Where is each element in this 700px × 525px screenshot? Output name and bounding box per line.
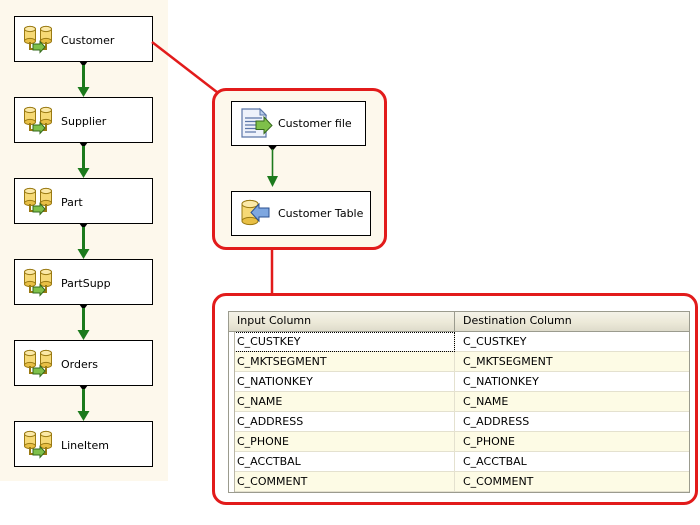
header-input-column[interactable]: Input Column: [229, 312, 455, 332]
task-label: Supplier: [61, 114, 107, 128]
table-row[interactable]: C_NATIONKEY C_NATIONKEY: [229, 372, 689, 392]
cell-input[interactable]: C_MKTSEGMENT: [229, 352, 455, 372]
cell-destination[interactable]: C_NAME: [455, 392, 689, 412]
cell-input[interactable]: C_NAME: [229, 392, 455, 412]
component-label: Customer file: [278, 117, 352, 130]
task-customer[interactable]: Customer: [14, 16, 153, 62]
cell-destination[interactable]: C_ACCTBAL: [455, 452, 689, 472]
ole-db-destination-icon: [238, 196, 274, 232]
task-label: Orders: [61, 357, 98, 371]
table-row[interactable]: C_COMMENT C_COMMENT: [229, 472, 689, 492]
component-label: Customer Table: [278, 207, 364, 220]
data-flow-path[interactable]: [265, 145, 280, 187]
task-label: PartSupp: [61, 276, 111, 290]
cell-input[interactable]: C_NATIONKEY: [229, 372, 455, 392]
data-flow-task-icon: [22, 104, 56, 138]
table-row[interactable]: C_CUSTKEY C_CUSTKEY: [229, 332, 689, 352]
task-supplier[interactable]: Supplier: [14, 97, 153, 143]
table-row[interactable]: C_NAME C_NAME: [229, 392, 689, 412]
data-flow-task-icon: [22, 266, 56, 300]
data-flow-task-icon: [22, 428, 56, 462]
table-row[interactable]: C_ACCTBAL C_ACCTBAL: [229, 452, 689, 472]
task-label: LineItem: [61, 438, 109, 452]
table-row[interactable]: C_PHONE C_PHONE: [229, 432, 689, 452]
precedence-constraint-3[interactable]: [76, 223, 91, 259]
task-label: Customer: [61, 33, 115, 47]
cell-destination[interactable]: C_PHONE: [455, 432, 689, 452]
cell-destination[interactable]: C_COMMENT: [455, 472, 689, 492]
cell-input[interactable]: C_CUSTKEY: [229, 332, 455, 352]
table-row[interactable]: C_ADDRESS C_ADDRESS: [229, 412, 689, 432]
column-mapping-grid[interactable]: Input Column Destination Column C_CUSTKE…: [228, 311, 690, 493]
cell-input[interactable]: C_ACCTBAL: [229, 452, 455, 472]
cell-destination[interactable]: C_ADDRESS: [455, 412, 689, 432]
precedence-constraint-5[interactable]: [76, 385, 91, 421]
precedence-constraint-1[interactable]: [76, 61, 91, 97]
precedence-constraint-4[interactable]: [76, 304, 91, 340]
grid-header-row: Input Column Destination Column: [229, 312, 689, 332]
cell-input[interactable]: C_ADDRESS: [229, 412, 455, 432]
task-part[interactable]: Part: [14, 178, 153, 224]
task-lineitem[interactable]: LineItem: [14, 421, 153, 467]
flat-file-source-icon: [238, 106, 274, 142]
cell-destination[interactable]: C_NATIONKEY: [455, 372, 689, 392]
grid-row-selector-gutter[interactable]: [229, 332, 235, 492]
cell-destination[interactable]: C_CUSTKEY: [455, 332, 689, 352]
cell-input[interactable]: C_PHONE: [229, 432, 455, 452]
table-row[interactable]: C_MKTSEGMENT C_MKTSEGMENT: [229, 352, 689, 372]
precedence-constraint-2[interactable]: [76, 142, 91, 178]
component-customer-file[interactable]: Customer file: [231, 101, 366, 146]
data-flow-task-icon: [22, 185, 56, 219]
cell-input[interactable]: C_COMMENT: [229, 472, 455, 492]
task-label: Part: [61, 195, 83, 209]
component-customer-table[interactable]: Customer Table: [231, 191, 371, 236]
data-flow-task-icon: [22, 347, 56, 381]
task-orders[interactable]: Orders: [14, 340, 153, 386]
header-destination-column[interactable]: Destination Column: [455, 312, 689, 332]
task-partsupp[interactable]: PartSupp: [14, 259, 153, 305]
cell-destination[interactable]: C_MKTSEGMENT: [455, 352, 689, 372]
data-flow-task-icon: [22, 23, 56, 57]
